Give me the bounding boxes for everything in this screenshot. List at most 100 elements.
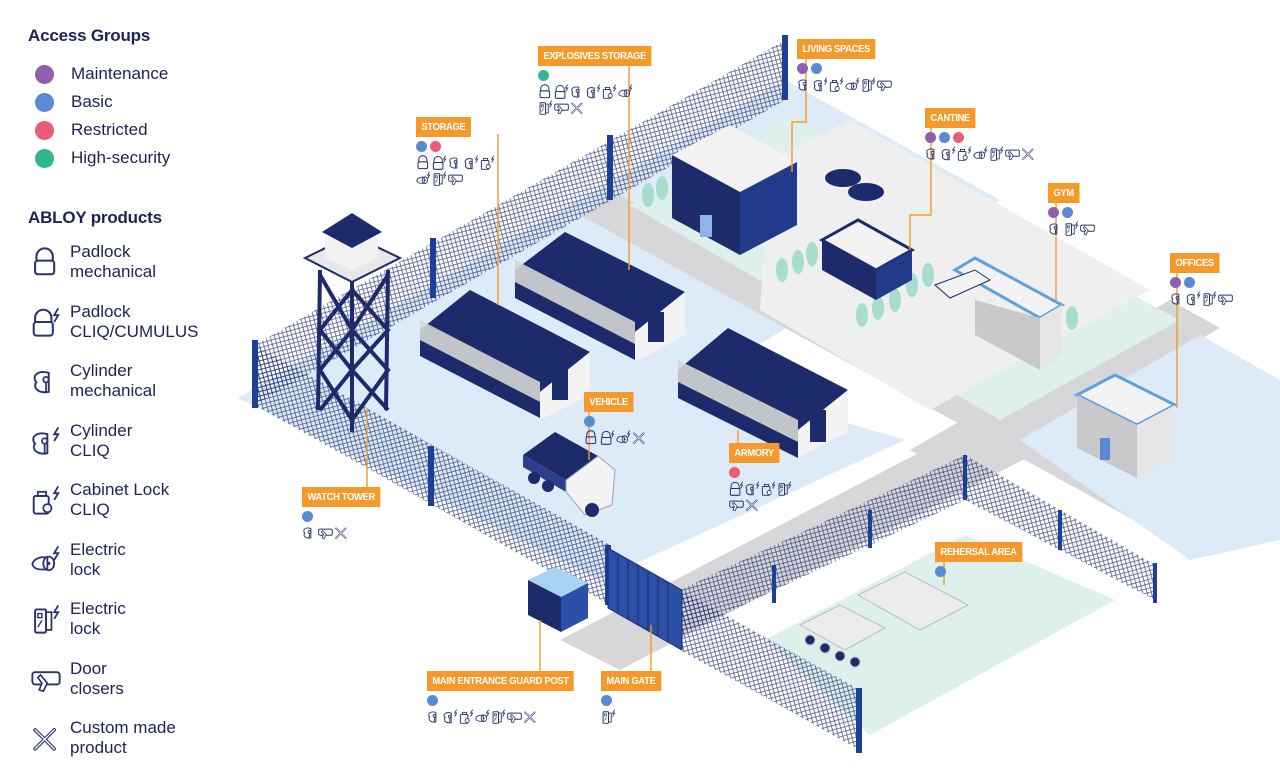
storage-hangar [420,290,590,420]
electric-lock-box-icon [777,481,792,496]
callout-armory: ARMORY [729,443,804,512]
access-group-maintenance-dot-icon [1048,207,1059,218]
access-group-dots [601,695,661,706]
access-group-dots [1048,207,1118,218]
cylinder-cliq-icon [443,709,458,724]
access-group-dots [302,511,377,522]
product-icons [1170,291,1265,306]
product-label-line1: Electric [70,539,126,559]
access-group-dots [797,63,922,74]
electric-lock-round-icon [616,430,631,445]
cylinder-cliq-icon [464,155,479,170]
product-label-line2: mechanical [70,381,156,400]
product-icons [302,525,377,540]
location-label: OFFICES [1170,253,1220,273]
access-group-basic-dot-icon [939,132,950,143]
door-closer-icon [729,497,744,512]
access-groups-list: Maintenance Basic Restricted High-securi… [28,60,228,172]
custom-product-icon [28,720,64,756]
parked-cars [825,169,884,201]
product-icons [427,709,567,724]
product-label-line2: lock [70,619,101,638]
product-icons [601,709,661,724]
access-group-maintenance-dot-icon [925,132,936,143]
product-icons [584,430,664,445]
cylinder-cliq-icon [586,84,601,99]
access-group-basic-dot-icon [601,695,612,706]
custom-product-icon [1021,146,1036,161]
access-group-dots [935,566,1015,577]
cylinder-cliq-icon [941,146,956,161]
access-group-dots [584,416,664,427]
location-label: MAIN GATE [601,671,661,691]
custom-product-icon [745,497,760,512]
cabinet-lock-cliq-icon [459,709,474,724]
electric-lock-box-icon [491,709,506,724]
location-label: LIVING SPACES [797,39,876,59]
electric-lock-round-icon [973,146,988,161]
access-group-restricted-dot-icon [430,141,441,152]
product-label-line2: mechanical [70,262,156,281]
product-label-line1: Padlock [70,301,131,321]
living-spaces-building [672,125,797,255]
electric-lock-round-icon [475,709,490,724]
tanks [798,571,970,668]
product-label-line1: Cylinder [70,420,133,440]
product-icons [416,155,508,186]
padlock-cliq-icon [554,84,569,99]
access-group-high-security-dot-icon [538,70,549,81]
guard-post-building [528,567,588,632]
callout-main-entrance-guard-post: MAIN ENTRANCE GUARD POST [427,671,575,724]
access-group-basic-dot-icon [427,695,438,706]
cylinder-cliq-icon [745,481,760,496]
padlock-icon [538,84,553,99]
location-label: CANTINE [925,108,976,128]
gym-building [934,256,1066,370]
electric-lock-box-icon [1202,291,1217,306]
callout-rehersal-area: REHERSAL AREA [935,542,1022,577]
watch-tower-structure [302,213,403,432]
main-gate-panel [607,547,683,651]
trees [642,176,1078,330]
armory-hangar [678,328,848,458]
location-label: EXPLOSIVES STORAGE [538,46,652,66]
cylinder-cliq-icon [813,77,828,92]
product-label-line1: Custom made [70,718,176,737]
product-label-line1: Door [70,658,107,678]
access-group-basic-dot-icon [811,63,822,74]
cylinder-icon [925,146,940,161]
location-label: MAIN ENTRANCE GUARD POST [427,671,575,691]
cabinet-lock-cliq-icon [957,146,972,161]
fence-south [680,590,860,750]
access-group-maintenance-dot-icon [797,63,808,74]
product-label-line2: CLIQ [70,500,110,519]
access-group-dots [427,695,567,706]
electric-lock-box-icon [989,146,1004,161]
product-icons [729,481,804,512]
door-closer-icon [877,77,892,92]
callout-vehicle: VEHICLE [584,392,664,445]
cylinder-icon [1048,221,1063,236]
offices-building [1073,373,1179,478]
product-label-line1: Electric [70,599,126,618]
cabinet-lock-cliq-icon [761,481,776,496]
access-group-basic-dot-icon [416,141,427,152]
product-label-line2: closers [70,678,124,698]
location-label: STORAGE [416,117,471,137]
location-label: WATCH TOWER [302,487,381,507]
access-group-maintenance: Maintenance [28,60,228,88]
road-upper [910,300,1220,478]
callout-main-gate: MAIN GATE [601,671,661,724]
access-group-maintenance-dot-icon [1170,277,1181,288]
door-closer-icon [1005,146,1020,161]
access-groups-title: Access Groups [28,26,151,45]
cylinder-icon [448,155,463,170]
group-dot-icon [35,64,54,84]
group-dot-icon [35,120,54,140]
